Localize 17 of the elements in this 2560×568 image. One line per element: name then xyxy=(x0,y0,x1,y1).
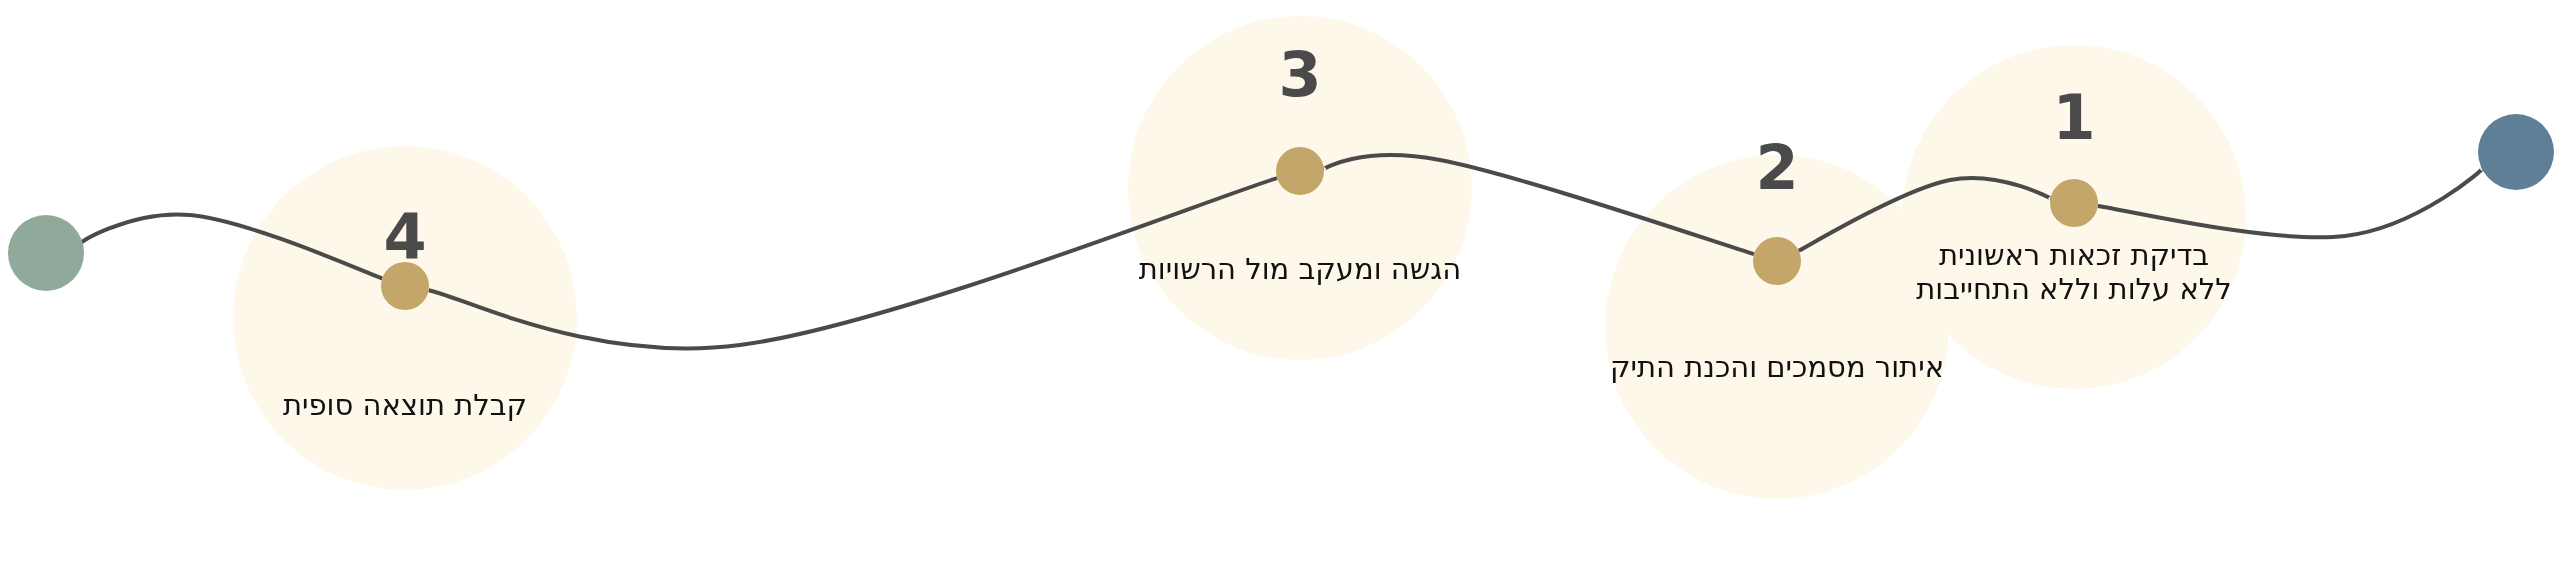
step-number: 4 xyxy=(383,206,427,268)
step-label: בדיקת זכאות ראשונית ללא עלות וללא התחייבות xyxy=(1915,238,2233,306)
step-number: 2 xyxy=(1755,137,1799,199)
step-dot xyxy=(1753,237,1801,285)
step-label: קבלת תוצאה סופית xyxy=(281,388,529,422)
curved-line xyxy=(1322,153,1755,256)
curved-line xyxy=(80,212,383,281)
step-label: איתור מסמכים והכנת התיק xyxy=(1608,350,1946,384)
step-dot xyxy=(2050,179,2098,227)
curved-line xyxy=(2097,167,2484,240)
step-dot xyxy=(1276,147,1324,195)
step-label: הגשה ומעקב מול הרשויות xyxy=(1137,252,1463,286)
step-number: 1 xyxy=(2052,87,2096,149)
step-dot xyxy=(381,262,429,310)
step-number: 3 xyxy=(1278,44,1322,106)
curved-line xyxy=(1797,176,2052,253)
curved-line xyxy=(428,176,1278,351)
